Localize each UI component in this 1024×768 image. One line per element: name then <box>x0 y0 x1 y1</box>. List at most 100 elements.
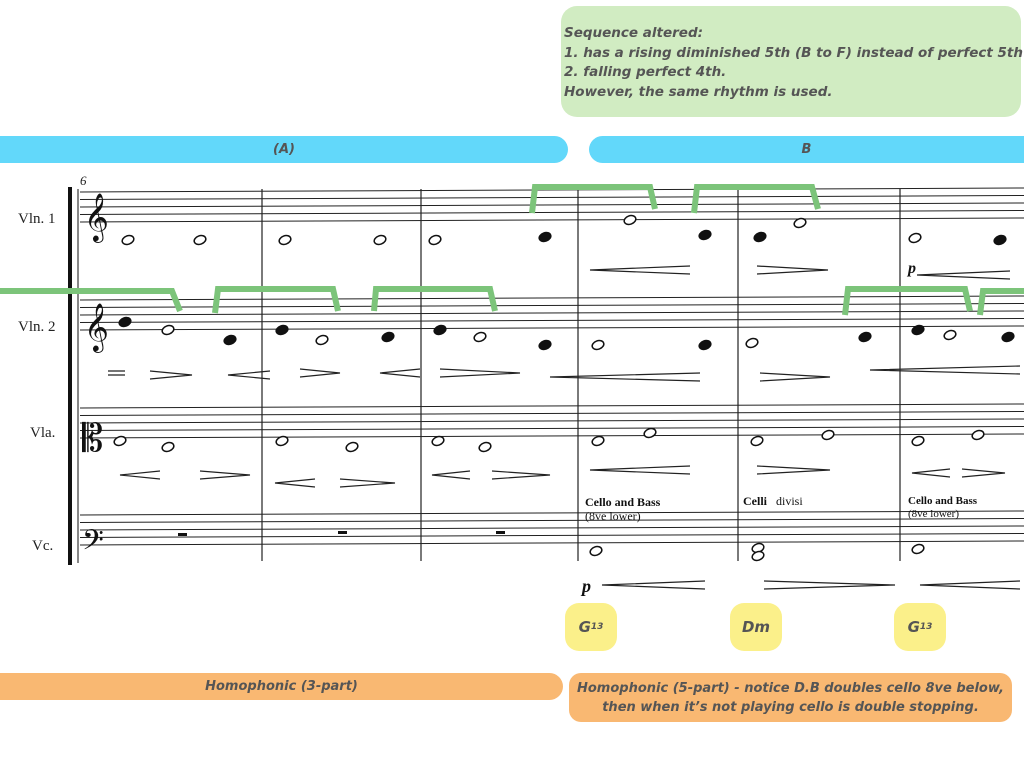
sequence-bracket <box>977 288 1024 316</box>
hairpin <box>589 465 691 475</box>
note-line-2: 2. falling perfect 4th. <box>564 64 727 80</box>
staff-line <box>79 433 1024 439</box>
staff-line <box>79 525 1024 531</box>
note-head <box>911 324 925 336</box>
section-bar-a: (A) <box>0 136 568 163</box>
chord-ext: 13 <box>590 622 604 632</box>
hairpin <box>869 365 1021 375</box>
hairpin <box>911 468 951 478</box>
hairpin <box>379 368 421 378</box>
note-head <box>431 435 445 447</box>
note-head <box>345 441 359 453</box>
hairpin <box>199 470 251 480</box>
note-head <box>643 427 657 439</box>
staff-line <box>79 195 1024 200</box>
note-head <box>911 435 925 447</box>
note-head <box>943 329 957 341</box>
section-label-a: (A) <box>273 142 295 157</box>
staff-line <box>79 403 1024 409</box>
bass-clef-icon: 𝄢 <box>82 526 104 563</box>
perf-note-1-sub: (8ve lower) <box>585 509 641 523</box>
sequence-bracket <box>371 286 498 312</box>
note-head <box>381 331 395 343</box>
hairpin <box>589 265 691 275</box>
staff-line <box>79 533 1024 538</box>
dynamic-piano-vln1: p <box>906 260 916 277</box>
texture-label-a: Homophonic (3-part) <box>0 673 563 700</box>
note-head <box>121 234 135 246</box>
note-head <box>278 234 292 246</box>
note-head <box>751 550 765 562</box>
note-head <box>428 234 442 246</box>
hairpin <box>961 468 1006 478</box>
note-head <box>118 316 132 328</box>
instrument-label-vln2: Vln. 2 <box>18 319 56 335</box>
staff-lines <box>68 187 1024 565</box>
note-head <box>193 234 207 246</box>
treble-clef-icon: 𝄞 <box>84 303 109 353</box>
staff-line <box>79 210 1024 215</box>
hairpin <box>431 470 471 480</box>
note-head <box>113 435 127 447</box>
hairpin <box>227 370 271 380</box>
instrument-label-vla: Vla. <box>30 425 55 441</box>
chord-root: Dm <box>741 618 771 636</box>
chord-ext: 13 <box>919 622 933 632</box>
sequence-brackets <box>0 184 1024 316</box>
staff-line <box>79 303 1024 308</box>
section-label-b: B <box>801 142 812 157</box>
staff-line <box>79 518 1024 523</box>
staff-line <box>79 295 1024 301</box>
whole-rest <box>178 533 187 536</box>
note-head <box>591 435 605 447</box>
note-head <box>373 234 387 246</box>
note-head <box>538 231 552 243</box>
dynamic-piano-vc: p <box>580 576 591 596</box>
note-head <box>698 339 712 351</box>
perf-note-1-bold: Cello and Bass <box>585 495 661 509</box>
note-line-1: 1. has a rising diminished 5th (B to F) … <box>564 44 1023 61</box>
hairpin <box>549 372 701 382</box>
hairpin <box>916 270 1011 280</box>
staff-line <box>79 325 1024 331</box>
note-head <box>433 324 447 336</box>
note-head <box>750 435 764 447</box>
chord-root: G <box>578 618 591 636</box>
staff-line <box>79 540 1024 546</box>
sequence-bracket <box>691 184 821 214</box>
note-head <box>1001 331 1015 343</box>
staff-line <box>79 217 1024 223</box>
instrument-label-vc: Vc. <box>32 538 53 554</box>
sequence-bracket <box>212 286 341 314</box>
note-head <box>911 543 925 555</box>
note-head <box>591 339 605 351</box>
staff-line <box>79 318 1024 323</box>
perf-note-3-bold: Cello and Bass <box>908 495 978 507</box>
staff-line <box>79 426 1024 431</box>
note-head <box>473 331 487 343</box>
note-head <box>745 337 759 349</box>
hairpin <box>339 478 396 488</box>
whole-rest <box>496 531 505 534</box>
note-head <box>993 234 1007 246</box>
barlines <box>261 189 901 561</box>
staff-line <box>79 418 1024 424</box>
note-title: Sequence altered: <box>564 25 704 41</box>
note-head <box>908 232 922 244</box>
note-head <box>275 435 289 447</box>
hairpin <box>149 370 193 380</box>
note-head <box>793 217 807 229</box>
hairpin <box>763 580 896 590</box>
hairpin <box>299 368 341 378</box>
note-head <box>821 429 835 441</box>
sequence-bracket <box>842 286 973 316</box>
note-head <box>858 331 872 343</box>
hairpin <box>759 372 831 382</box>
texture-b-line-2: then when it’s not playing cello is doub… <box>602 699 979 715</box>
note-head <box>623 214 637 226</box>
note-head <box>275 324 289 336</box>
hairpin <box>756 265 829 275</box>
hairpins <box>108 265 1021 590</box>
note-head <box>478 441 492 453</box>
